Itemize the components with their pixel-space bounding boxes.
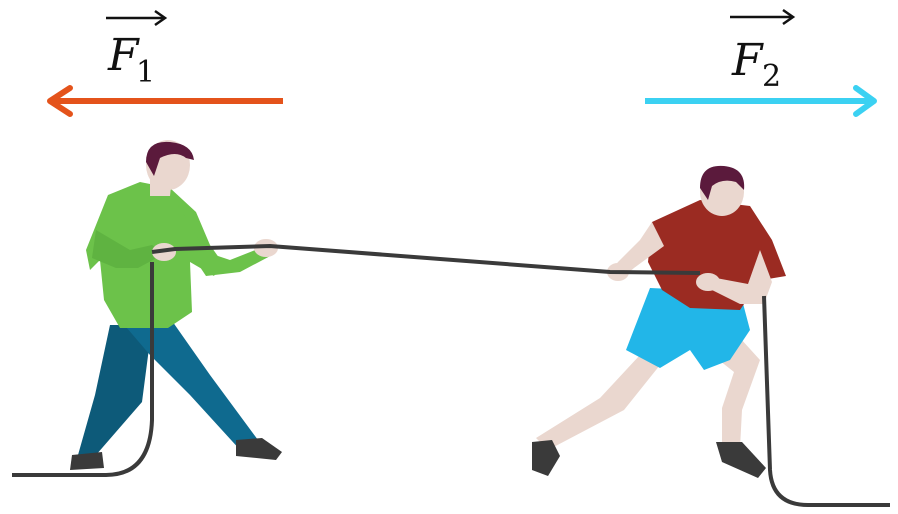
force-f2-subscript: 2 xyxy=(762,59,781,94)
force-label-f1: F 1 xyxy=(106,11,165,90)
force-arrow-f1 xyxy=(50,88,283,114)
right-puller-figure xyxy=(532,166,786,478)
vector-arrow-icon xyxy=(730,10,793,24)
force-f1-subscript: 1 xyxy=(136,55,155,90)
force-f2-symbol: F xyxy=(731,35,764,86)
left-puller-figure xyxy=(70,140,282,470)
force-arrow-f2 xyxy=(645,88,874,114)
vector-arrow-icon xyxy=(106,11,165,25)
force-label-f2: F 2 xyxy=(730,10,793,94)
